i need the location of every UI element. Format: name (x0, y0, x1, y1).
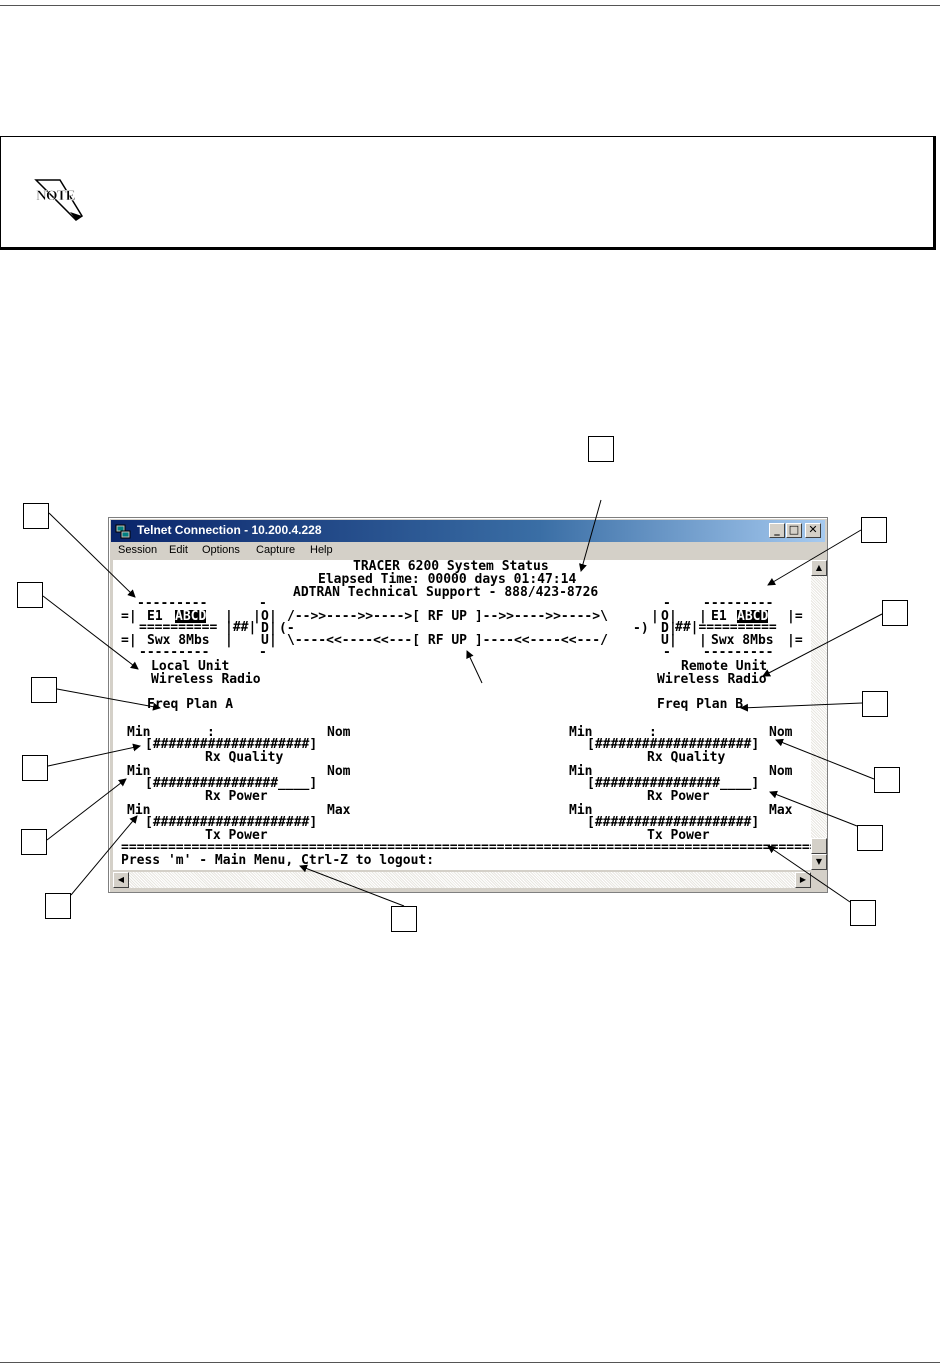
note-label: NOTE (36, 188, 76, 204)
menu-bar: Session Edit Options Capture Help (111, 542, 825, 560)
terminal-separator: ========================================… (121, 840, 811, 855)
scroll-down-arrow-icon[interactable]: ▼ (811, 854, 827, 870)
right-txp-max: Max (769, 803, 793, 818)
left-rxp-label: Rx Power (205, 789, 268, 804)
left-rxq-max: Nom (327, 725, 351, 740)
callout-prompt (391, 906, 417, 932)
callout-local-freq (31, 677, 57, 703)
bottom-rule (0, 1362, 940, 1363)
note-box (0, 136, 936, 250)
title-bar[interactable]: Telnet Connection - 10.200.4.228 _ □ ✕ (111, 520, 825, 542)
left-rxq-min: Min (127, 725, 151, 740)
right-txp-label: Tx Power (647, 828, 710, 843)
system-status-title: TRACER 6200 System Status (353, 560, 549, 574)
left-txp-min: Min (127, 803, 151, 818)
callout-remote-rxp (857, 825, 883, 851)
right-rxq-label: Rx Quality (647, 750, 726, 765)
menu-capture[interactable]: Capture (256, 544, 296, 556)
minimize-button[interactable]: _ (769, 523, 785, 538)
right-rxq-bar: [####################] (587, 737, 760, 752)
callout-local-unit (17, 582, 43, 608)
callout-remote-header (861, 517, 887, 543)
tech-support-line: ADTRAN Technical Support - 888/423-8726 (293, 585, 599, 600)
window-title: Telnet Connection - 10.200.4.228 (137, 523, 322, 537)
menu-session[interactable]: Session (118, 544, 158, 556)
terminal-screen[interactable]: TRACER 6200 System Status Elapsed Time: … (113, 560, 811, 870)
left-rxp-max: Nom (327, 764, 351, 779)
remote-odu-d: D (661, 621, 669, 636)
horizontal-scrollbar[interactable]: ◀ ▶ (113, 872, 811, 888)
menu-edit[interactable]: Edit (169, 544, 188, 556)
top-rule (0, 5, 940, 6)
left-rxq-mid: : (207, 725, 215, 740)
right-rxq-mid: : (649, 725, 657, 740)
right-rxp-label: Rx Power (647, 789, 710, 804)
callout-local-txp (45, 893, 71, 919)
command-prompt[interactable]: Press 'm' - Main Menu, Ctrl-Z to logout: (121, 853, 435, 868)
remote-e1-label: E1 (711, 609, 727, 624)
left-rxp-bar: [################____] (145, 776, 318, 791)
right-rxq-min: Min (569, 725, 593, 740)
menu-help[interactable]: Help (310, 544, 333, 556)
maximize-button[interactable]: □ (786, 523, 802, 538)
local-odu-d: D (261, 621, 269, 636)
left-txp-bar: [####################] (145, 815, 318, 830)
left-rxp-min: Min (127, 764, 151, 779)
remote-odu-o: O (661, 609, 669, 624)
left-txp-label: Tx Power (205, 828, 268, 843)
callout-remote-rxq (874, 767, 900, 793)
local-odu-u: U (261, 633, 269, 648)
scroll-left-arrow-icon[interactable]: ◀ (113, 872, 129, 888)
remote-radio-label: Wireless Radio (657, 672, 767, 687)
local-e1-label: E1 (147, 609, 163, 624)
callout-local-rxp (21, 829, 47, 855)
right-txp-min: Min (569, 803, 593, 818)
scroll-thumb[interactable] (811, 838, 827, 854)
callout-local-rxq (22, 755, 48, 781)
rf-uplink: /-->>---->>---->[ RF UP ]-->>---->>---->… (287, 609, 608, 624)
remote-abcd-badge: ABCD (737, 609, 769, 624)
right-rxp-min: Min (569, 764, 593, 779)
local-swx-label: Swx 8Mbs (147, 633, 210, 648)
telnet-window: Telnet Connection - 10.200.4.228 _ □ ✕ S… (108, 517, 828, 893)
remote-swx-label: Swx 8Mbs (711, 633, 774, 648)
local-unit-label: Local Unit (151, 659, 230, 674)
elapsed-time: Elapsed Time: 00000 days 01:47:14 (318, 572, 577, 587)
rf-mid-left: (- (279, 621, 295, 636)
telnet-app-icon (115, 524, 131, 539)
left-txp-max: Max (327, 803, 351, 818)
right-rxp-bar: [################____] (587, 776, 760, 791)
vertical-scrollbar[interactable]: ▲ ▼ (811, 560, 827, 870)
local-radio-label: Wireless Radio (151, 672, 261, 687)
rf-mid-right: -) (633, 621, 649, 636)
local-odu-o: O (261, 609, 269, 624)
callout-remote-freq (862, 691, 888, 717)
callout-header (588, 436, 614, 462)
remote-unit-label: Remote Unit (681, 659, 768, 674)
left-rxq-bar: [####################] (145, 737, 318, 752)
callout-local-e1 (23, 503, 49, 529)
remote-freq-plan: Freq Plan B (657, 697, 744, 712)
rf-downlink: \----<<----<<---[ RF UP ]----<<----<<---… (287, 633, 608, 648)
scroll-right-arrow-icon[interactable]: ▶ (795, 872, 811, 888)
close-button[interactable]: ✕ (805, 523, 821, 538)
remote-odu-u: U (661, 633, 669, 648)
note-icon: NOTE (34, 179, 84, 221)
right-rxp-max: Nom (769, 764, 793, 779)
right-rxq-max: Nom (769, 725, 793, 740)
scroll-up-arrow-icon[interactable]: ▲ (811, 560, 827, 576)
menu-options[interactable]: Options (202, 544, 240, 556)
right-txp-bar: [####################] (587, 815, 760, 830)
callout-remote-unit (882, 600, 908, 626)
left-rxq-label: Rx Quality (205, 750, 284, 765)
callout-remote-txp (850, 900, 876, 926)
local-abcd-badge: ABCD (175, 609, 207, 624)
